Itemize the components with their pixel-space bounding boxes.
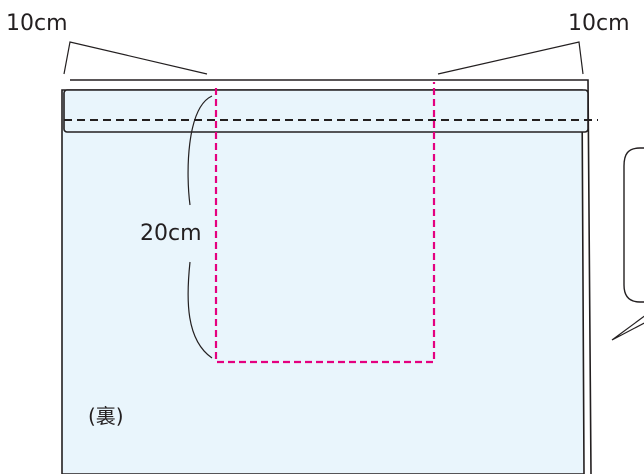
height-bracket: [187, 95, 213, 359]
stitch-line: [214, 82, 436, 364]
fabric-panel: [61, 89, 585, 474]
height-label: 20cm: [140, 221, 202, 246]
fabric-back-layer: [70, 79, 592, 474]
right-width-leader: [437, 41, 584, 75]
reverse-side-label: (裏): [88, 404, 124, 428]
speech-bubble-tail: [611, 315, 644, 341]
speech-bubble: [623, 147, 644, 303]
left-width-leader: [63, 41, 208, 75]
left-width-label: 10cm: [6, 11, 68, 36]
right-width-label: 10cm: [568, 11, 630, 36]
fold-hem-band: [63, 89, 589, 133]
